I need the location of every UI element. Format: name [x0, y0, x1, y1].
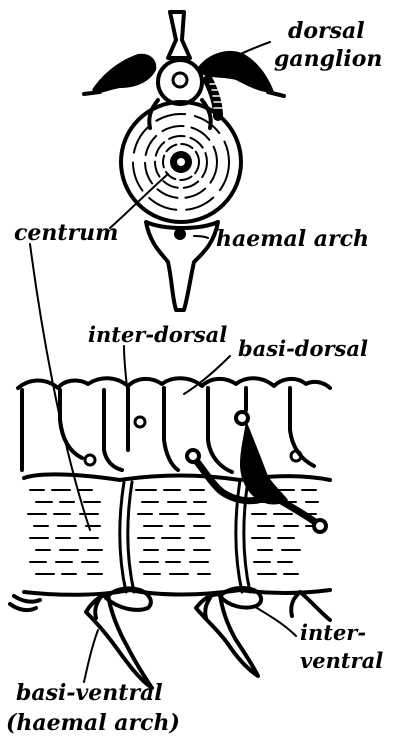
label-haemal-arch: haemal arch — [216, 226, 369, 252]
label-haemal-arch-paren: (haemal arch) — [6, 710, 180, 736]
label-centrum: centrum — [14, 220, 118, 246]
diagram-labels: dorsal ganglion centrum haemal arch inte… — [6, 18, 383, 736]
label-ganglion: ganglion — [274, 46, 382, 72]
label-dorsal: dorsal — [288, 18, 365, 44]
label-ventral: ventral — [300, 648, 383, 673]
vertebral-column-lateral — [10, 378, 330, 688]
vertebra-cross-section — [84, 12, 284, 310]
label-basi-dorsal: basi-dorsal — [238, 336, 368, 361]
label-basi-ventral: basi-ventral — [16, 680, 163, 706]
leader-lines — [30, 42, 296, 682]
label-inter-dorsal: inter-dorsal — [88, 322, 227, 347]
label-inter: inter- — [300, 620, 366, 645]
dorsal-ganglion-left — [92, 54, 156, 93]
